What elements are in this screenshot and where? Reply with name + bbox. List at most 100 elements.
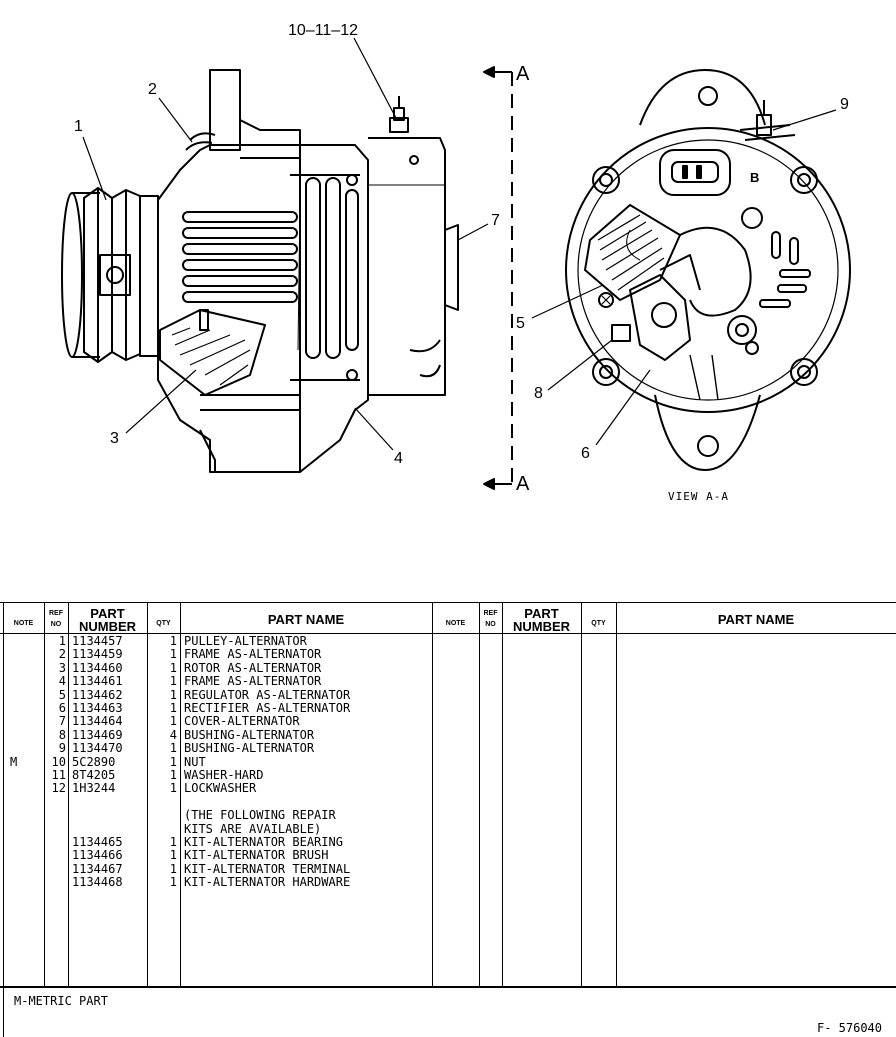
table-row: 1134467 1 KIT-ALTERNATOR TERMINAL: [0, 861, 432, 876]
callout-9: 9: [840, 96, 849, 113]
part-number-cell: 1134467: [72, 861, 123, 876]
col-divider: [432, 602, 433, 987]
part-number-cell: 1134468: [72, 875, 123, 890]
ref-no-cell: 7: [58, 714, 66, 729]
part-name-cell: BUSHING-ALTERNATOR: [184, 741, 315, 756]
rear-frame-part: [297, 144, 369, 473]
callout-1: 1: [74, 118, 83, 135]
qty-cell: 1: [169, 674, 177, 689]
table-top-border: [0, 602, 896, 603]
part-number-cell: 1H3244: [72, 781, 116, 796]
col-divider: [616, 602, 617, 987]
alternator-drawing: 1 2 3 4 5 6 7 8 9 10–11–12 A A B VIEW A-…: [61, 22, 851, 503]
ref-no-cell: 6: [58, 701, 66, 715]
leader-lines: [82, 37, 837, 451]
ref-no-cell: 10: [51, 754, 66, 769]
callout-8: 8: [534, 385, 543, 402]
header-qty: QTY: [156, 620, 171, 627]
qty-cell: 1: [169, 647, 177, 662]
qty-cell: 1: [169, 741, 177, 756]
header-note: NOTE: [13, 620, 34, 627]
part-number-cell: 1134469: [72, 727, 123, 742]
callout-10-11-12: 10–11–12: [288, 22, 358, 39]
callout-7: 7: [491, 212, 500, 229]
ref-no-cell: 5: [58, 687, 66, 702]
part-name-cell: KIT-ALTERNATOR TERMINAL: [184, 861, 351, 876]
qty-cell: 4: [169, 727, 177, 742]
part-number-cell: 5C2890: [72, 754, 116, 769]
table-left-border: [3, 602, 4, 987]
qty-cell: 1: [169, 754, 177, 769]
part-name-cell: KIT-ALTERNATOR BRUSH: [184, 848, 329, 863]
part-name-cell: WASHER-HARD: [184, 768, 264, 782]
alternator-illustration: [61, 37, 851, 490]
part-name-cell: COVER-ALTERNATOR: [184, 714, 300, 729]
part-name-cell: KITS ARE AVAILABLE): [184, 821, 322, 836]
rear-cover-part: [368, 96, 459, 396]
header-part-name: PART NAME: [267, 612, 345, 627]
ref-no-cell: 1: [58, 634, 66, 648]
header-qty-right: QTY: [591, 620, 606, 627]
ref-no-cell: 8: [58, 727, 66, 742]
part-number-cell: 8T4205: [72, 768, 116, 782]
section-line: [483, 66, 513, 490]
part-number-cell: 1134459: [72, 647, 123, 662]
part-name-cell: FRAME AS-ALTERNATOR: [184, 647, 322, 662]
table-row: 1134466 1 KIT-ALTERNATOR BRUSH: [0, 849, 432, 862]
col-divider: [44, 602, 45, 987]
table-row: 7 1134464 1 COVER-ALTERNATOR: [0, 715, 432, 728]
footer-left-border: [3, 987, 4, 1037]
table-row: (THE FOLLOWING REPAIR: [0, 809, 432, 822]
qty-cell: 1: [169, 781, 177, 796]
qty-cell: 1: [169, 848, 177, 863]
terminal-label-b: B: [750, 170, 760, 185]
ref-no-cell: 12: [51, 781, 66, 796]
part-number-cell: 1134466: [72, 848, 123, 863]
part-number-cell: 1134465: [72, 835, 123, 849]
table-header-border: [0, 633, 896, 634]
part-number-cell: 1134457: [72, 634, 123, 648]
part-name-cell: (THE FOLLOWING REPAIR: [184, 808, 336, 823]
col-divider: [502, 602, 503, 987]
part-name-cell: PULLEY-ALTERNATOR: [184, 634, 307, 648]
part-number-cell: 1134463: [72, 701, 123, 715]
qty-cell: 1: [169, 714, 177, 729]
qty-cell: 1: [169, 634, 177, 648]
section-label-top: A: [516, 63, 530, 85]
table-bottom-border: [0, 986, 896, 987]
note-cell: M: [10, 754, 18, 769]
part-name-cell: KIT-ALTERNATOR BEARING: [184, 835, 343, 849]
part-name-cell: ROTOR AS-ALTERNATOR: [184, 660, 322, 675]
col-divider: [581, 602, 582, 987]
part-name-cell: LOCKWASHER: [184, 781, 257, 796]
footer-divider: [0, 987, 896, 988]
front-frame-part: [157, 69, 360, 473]
metric-part-note: M-METRIC PART: [14, 994, 108, 1008]
col-divider: [147, 602, 148, 987]
table-row: KITS ARE AVAILABLE): [0, 821, 432, 836]
pulley-part: [61, 187, 159, 363]
qty-cell: 1: [169, 701, 177, 715]
table-row: 12 1H3244 1 LOCKWASHER: [0, 782, 432, 795]
part-number-cell: 1134464: [72, 714, 123, 729]
section-label-bottom: A: [516, 473, 530, 495]
qty-cell: 1: [169, 687, 177, 702]
part-name-cell: RECTIFIER AS-ALTERNATOR: [184, 701, 351, 715]
ref-no-cell: 4: [58, 674, 66, 689]
qty-cell: 1: [169, 861, 177, 876]
ref-no-cell: 9: [58, 741, 66, 756]
header-note-right: NOTE: [445, 620, 466, 627]
callout-5: 5: [516, 315, 525, 332]
